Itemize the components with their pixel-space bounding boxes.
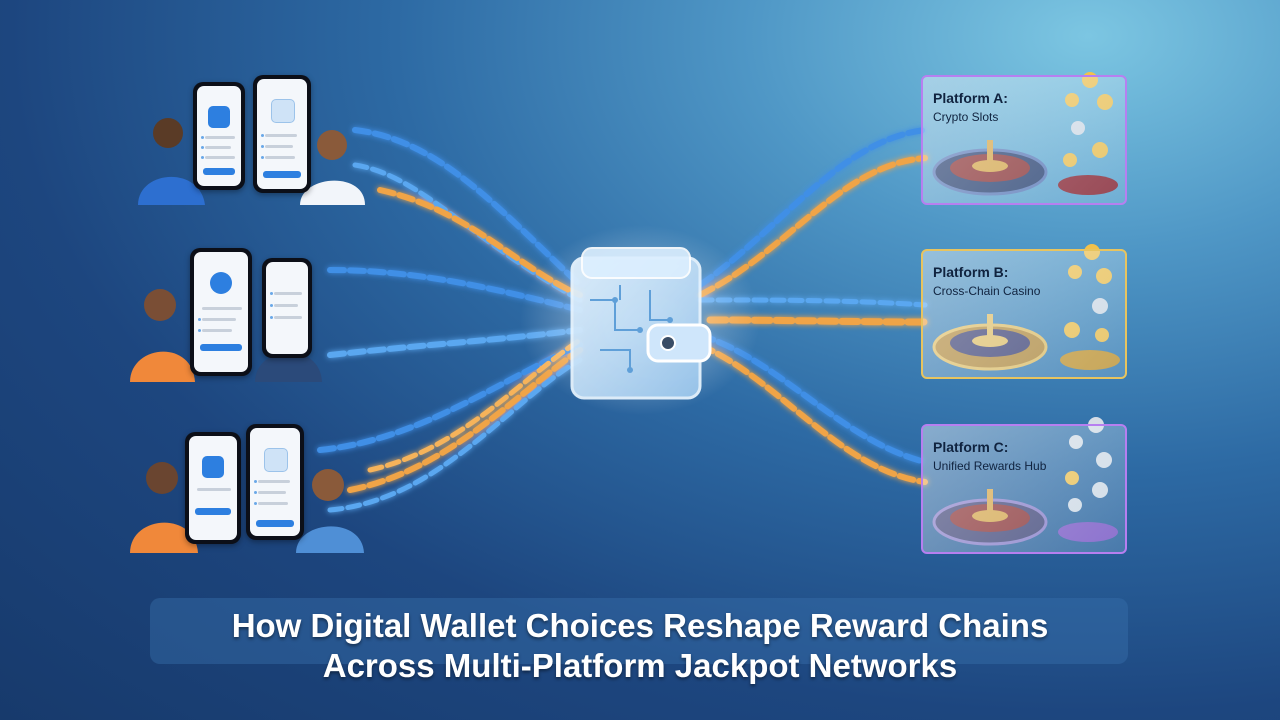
platform-c-subtitle: Unified Rewards Hub bbox=[933, 459, 1047, 473]
platform-card-b: Platform B: Cross-Chain Casino bbox=[921, 249, 1127, 379]
platform-card-a: Platform A: Crypto Slots bbox=[921, 75, 1127, 205]
roulette-wheel-icon bbox=[932, 489, 1048, 546]
person-icon bbox=[130, 289, 195, 382]
platform-a-subtitle: Crypto Slots bbox=[933, 110, 999, 124]
platform-b-title: Platform B: bbox=[933, 264, 1009, 280]
platform-a-title: Platform A: bbox=[933, 90, 1008, 106]
coin-stack-icon bbox=[1058, 72, 1118, 195]
smartphone-icon bbox=[190, 248, 252, 376]
coin-stack-icon bbox=[1058, 417, 1118, 542]
smartphone-icon bbox=[185, 432, 241, 544]
smartphone-icon bbox=[253, 75, 311, 193]
platform-b-subtitle: Cross-Chain Casino bbox=[933, 284, 1041, 298]
roulette-wheel-icon bbox=[932, 314, 1048, 371]
headline-line-2: Across Multi-Platform Jackpot Networks bbox=[322, 647, 958, 684]
person-icon bbox=[138, 118, 205, 205]
smartphone-icon bbox=[193, 82, 245, 190]
smartphone-icon bbox=[262, 258, 312, 358]
platform-card-c: Platform C: Unified Rewards Hub bbox=[921, 424, 1127, 554]
headline-banner bbox=[150, 598, 1128, 664]
person-icon bbox=[296, 469, 364, 553]
roulette-wheel-icon bbox=[932, 140, 1048, 196]
person-icon bbox=[300, 130, 365, 205]
page-title: How Digital Wallet Choices Reshape Rewar… bbox=[140, 606, 1140, 686]
platform-c-title: Platform C: bbox=[933, 439, 1009, 455]
coin-stack-icon bbox=[1060, 244, 1120, 370]
headline-line-1: How Digital Wallet Choices Reshape Rewar… bbox=[231, 607, 1049, 644]
smartphone-icon bbox=[246, 424, 304, 540]
digital-wallet-icon bbox=[520, 225, 760, 415]
person-icon bbox=[130, 462, 198, 553]
